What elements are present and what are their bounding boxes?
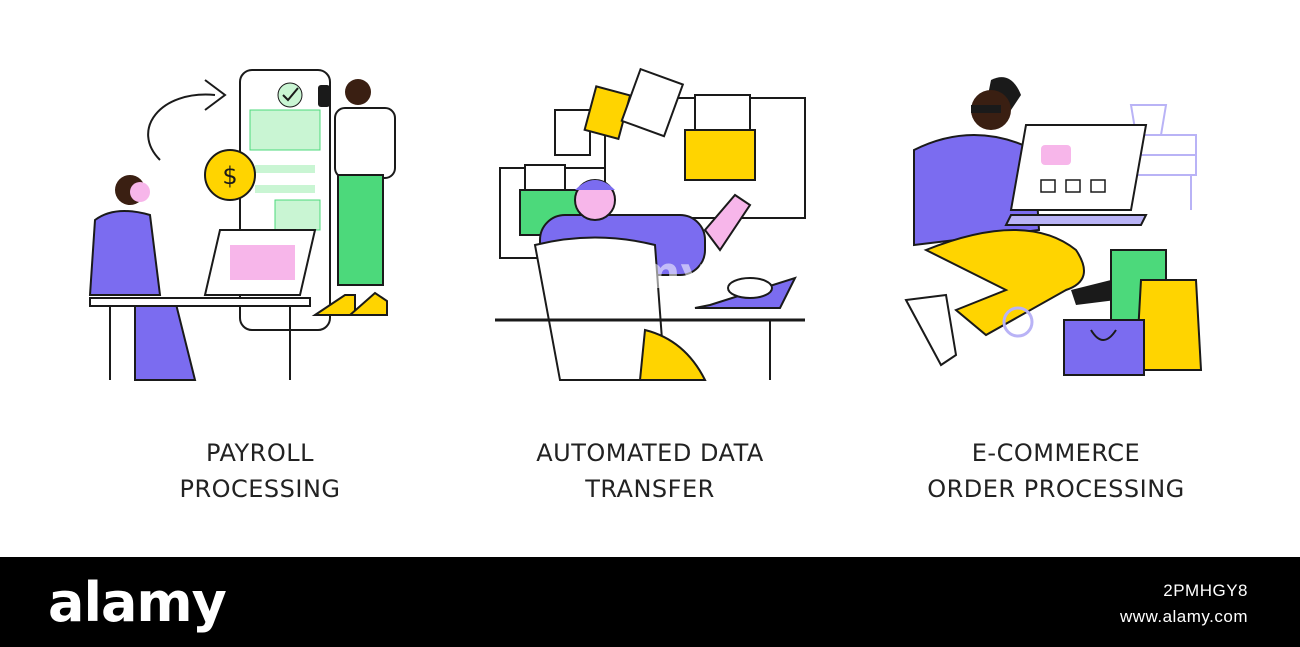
data-transfer-illustration [495, 67, 806, 381]
refresh-arrow-icon [147, 93, 216, 161]
checkbox-icon [1065, 179, 1081, 193]
man-head [345, 79, 371, 105]
payroll-caption: PAYROLL PROCESSING [50, 435, 470, 507]
ecommerce-illustration [904, 77, 1203, 376]
shoe [904, 293, 958, 367]
site-url[interactable]: www.alamy.com [1119, 607, 1248, 626]
caption-line-1: PAYROLL [206, 439, 314, 467]
checkbox-icon [1090, 179, 1106, 193]
caption-line-2: ORDER PROCESSING [927, 475, 1185, 503]
laptop [1009, 124, 1148, 211]
payroll-illustration: $ [88, 69, 396, 381]
caption-line-1: E-COMMERCE [971, 439, 1141, 467]
shopping-bag-icon [1134, 279, 1203, 371]
stock-footer-bar: alamy 2PMHGY8 www.alamy.com [0, 557, 1300, 647]
desk [89, 297, 311, 307]
document-icon [554, 109, 591, 156]
chair [533, 236, 667, 381]
cart-icon [1041, 145, 1071, 165]
dollar-coin-icon [204, 149, 256, 201]
data-transfer-caption: AUTOMATED DATA TRANSFER [440, 435, 860, 507]
mouse-icon [727, 277, 773, 299]
checkmark-icon [277, 82, 303, 108]
svg-text:$: $ [222, 162, 237, 190]
watermark: alamy [560, 248, 709, 299]
gear-icon [1002, 306, 1034, 338]
folder-icon [684, 129, 756, 181]
ecommerce-caption: E-COMMERCE ORDER PROCESSING [846, 435, 1266, 507]
caption-line-2: PROCESSING [179, 475, 341, 503]
payroll-processing-panel: $ PAYROLL PROCESSING [50, 40, 470, 520]
caption-line-2: TRANSFER [585, 475, 715, 503]
image-id: 2PMHGY8 [1163, 581, 1248, 600]
checkbox-icon [1040, 179, 1056, 193]
document-icon [620, 67, 685, 138]
automated-data-transfer-panel: AUTOMATED DATA TRANSFER [440, 40, 860, 520]
caption-line-1: AUTOMATED DATA [536, 439, 764, 467]
ecommerce-order-panel: E-COMMERCE ORDER PROCESSING [846, 40, 1266, 520]
alamy-logo[interactable]: alamy [48, 571, 227, 634]
shopping-bag-icon [1063, 319, 1145, 376]
